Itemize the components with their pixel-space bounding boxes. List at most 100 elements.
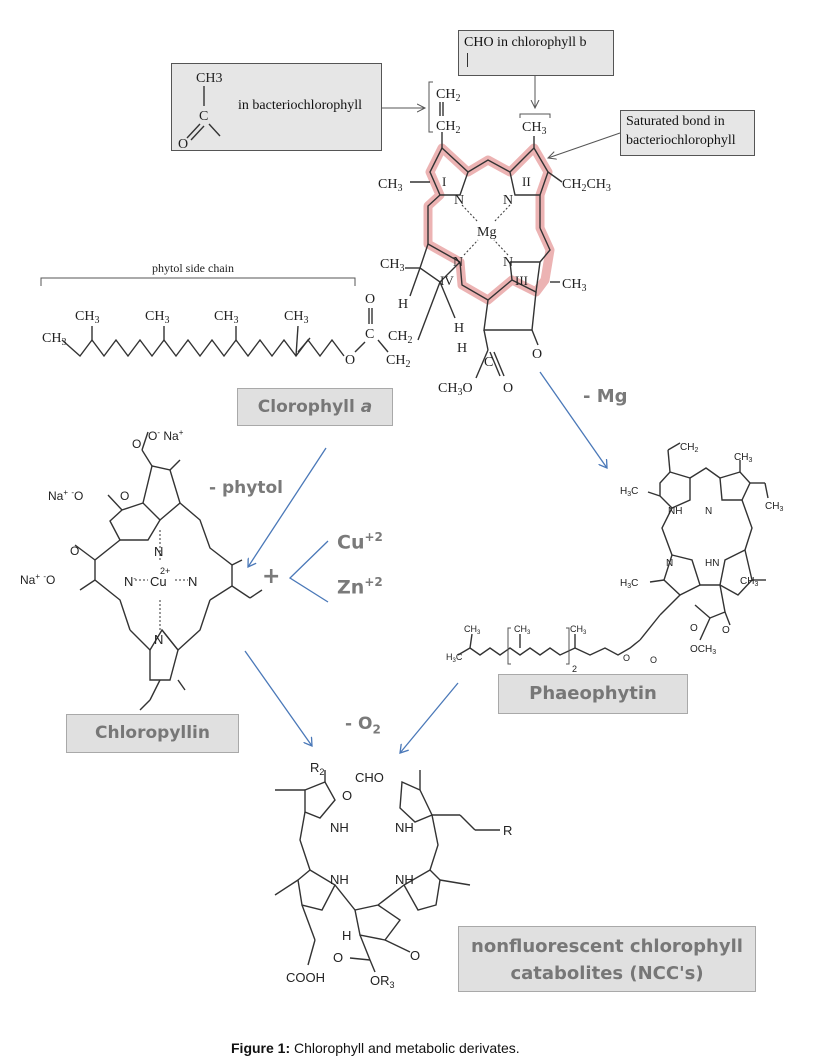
copper-ion-label: Cu+2 bbox=[337, 530, 383, 554]
svg-text:NH: NH bbox=[395, 820, 414, 835]
svg-text:H: H bbox=[454, 321, 464, 336]
chlorophyll-a-structure: CH2 CH2 CH3 bbox=[345, 81, 611, 398]
metal-ion-bracket bbox=[288, 540, 329, 603]
svg-text:CH3: CH3 bbox=[464, 624, 481, 636]
svg-text:CHO: CHO bbox=[355, 770, 384, 785]
acetyl-ch3: CH3 bbox=[196, 71, 222, 86]
svg-text:N: N bbox=[453, 255, 463, 270]
svg-text:CH2: CH2 bbox=[436, 119, 460, 136]
svg-text:CH3: CH3 bbox=[765, 501, 783, 513]
copper-atom: Cu bbox=[150, 574, 167, 589]
svg-text:R2: R2 bbox=[310, 760, 324, 777]
svg-text:O: O bbox=[722, 625, 730, 636]
svg-text:NH: NH bbox=[668, 506, 682, 517]
minus-o2-label: - O2 bbox=[345, 714, 381, 737]
zinc-ion-label: Zn+2 bbox=[337, 575, 383, 599]
minus-mg-label: - Mg bbox=[583, 386, 628, 407]
svg-text:N-: N- bbox=[124, 574, 136, 589]
svg-text:C: C bbox=[365, 327, 374, 342]
svg-text:O- Na+: O- Na+ bbox=[148, 428, 184, 443]
svg-text:Na+ -O: Na+ -O bbox=[48, 488, 83, 503]
chlorophyll-a-label: Clorophyll a bbox=[237, 388, 393, 426]
svg-text:CH3: CH3 bbox=[522, 120, 546, 137]
svg-text:NH: NH bbox=[330, 820, 349, 835]
bacteriochlorophyll-note-text: in bacteriochlorophyll bbox=[238, 98, 363, 113]
svg-text:N: N bbox=[154, 632, 163, 647]
svg-text:H: H bbox=[457, 341, 467, 356]
figure-caption-text: Chlorophyll and metabolic derivates. bbox=[290, 1040, 520, 1056]
bacteriochlorophyll-acetyl-note: CH3 C O in bacteriochlorophyll bbox=[171, 63, 382, 151]
svg-text:CH2CH3: CH2CH3 bbox=[562, 177, 611, 194]
svg-text:O: O bbox=[503, 381, 513, 396]
saturated-bond-pointer-arrow bbox=[548, 132, 621, 158]
svg-text:CH3O: CH3O bbox=[438, 381, 473, 398]
svg-text:N: N bbox=[666, 558, 673, 569]
chlorophyll-b-note: CHO in chlorophyll b bbox=[458, 30, 614, 76]
svg-text:NH: NH bbox=[330, 872, 349, 887]
svg-text:OCH3: OCH3 bbox=[690, 644, 716, 656]
svg-text:H3C: H3C bbox=[446, 652, 463, 664]
svg-text:CH3: CH3 bbox=[570, 624, 587, 636]
phaeophytin-label: Phaeophytin bbox=[498, 674, 688, 714]
svg-text:CH3: CH3 bbox=[75, 309, 99, 326]
svg-text:O: O bbox=[532, 347, 542, 362]
chlorophyll-b-note-text: CHO in chlorophyll b bbox=[464, 35, 587, 50]
svg-text:CH3: CH3 bbox=[378, 177, 402, 194]
svg-text:H3C: H3C bbox=[620, 486, 638, 498]
saturated-bond-line1: Saturated bond in bbox=[626, 114, 725, 129]
svg-text:N: N bbox=[154, 544, 163, 559]
svg-text:O: O bbox=[410, 948, 420, 963]
svg-text:O: O bbox=[623, 653, 630, 663]
svg-text:N: N bbox=[503, 255, 513, 270]
phytol-bracket bbox=[40, 277, 356, 286]
saturated-bond-line2: bacteriochlorophyll bbox=[626, 133, 736, 148]
magnesium-atom: Mg bbox=[477, 225, 496, 240]
svg-text:O: O bbox=[650, 655, 657, 665]
svg-text:COOH: COOH bbox=[286, 970, 325, 985]
svg-text:Na+ -O: Na+ -O bbox=[20, 572, 55, 587]
acetyl-o: O bbox=[178, 137, 188, 150]
svg-text:N: N bbox=[188, 574, 197, 589]
svg-text:H3C: H3C bbox=[620, 578, 638, 590]
svg-text:N: N bbox=[454, 193, 464, 208]
svg-text:N: N bbox=[503, 193, 513, 208]
ncc-label: nonfluorescent chlorophyll catabolites (… bbox=[458, 926, 756, 992]
arrow-to-chlorophyllin bbox=[248, 447, 327, 567]
acetyl-group-structure: CH3 C O bbox=[178, 71, 222, 150]
svg-text:C: C bbox=[484, 355, 493, 370]
svg-text:O: O bbox=[120, 489, 129, 503]
svg-text:CH3: CH3 bbox=[740, 576, 758, 588]
svg-text:H: H bbox=[342, 928, 351, 943]
svg-text:CH3: CH3 bbox=[284, 309, 308, 326]
svg-text:R: R bbox=[503, 823, 512, 838]
svg-text:CH2: CH2 bbox=[436, 87, 460, 104]
ring-label-iii: III bbox=[515, 273, 528, 288]
chlorophyllin-label: Chloropyllin bbox=[66, 714, 239, 753]
ring-label-i: I bbox=[442, 174, 446, 189]
svg-text:CH3: CH3 bbox=[42, 331, 66, 348]
svg-text:CH3: CH3 bbox=[214, 309, 238, 326]
svg-text:CH3: CH3 bbox=[514, 624, 531, 636]
svg-text:CH2: CH2 bbox=[680, 442, 698, 454]
ring-label-iv: IV bbox=[440, 273, 454, 288]
svg-text:H: H bbox=[398, 297, 408, 312]
svg-text:CH3: CH3 bbox=[562, 277, 586, 294]
svg-text:O: O bbox=[345, 353, 355, 368]
svg-text:N: N bbox=[705, 506, 712, 517]
svg-text:2+: 2+ bbox=[160, 566, 170, 576]
phytol-label: phytol side chain bbox=[152, 261, 234, 275]
svg-text:CH3: CH3 bbox=[145, 309, 169, 326]
svg-text:O: O bbox=[132, 437, 141, 451]
plus-sign: + bbox=[262, 564, 281, 589]
svg-text:CH2: CH2 bbox=[388, 329, 412, 346]
svg-text:HN: HN bbox=[705, 558, 719, 569]
svg-text:O: O bbox=[342, 788, 352, 803]
chlorophyll-b-tick bbox=[467, 53, 468, 67]
svg-text:O: O bbox=[690, 623, 698, 634]
vinyl-bracket bbox=[428, 81, 433, 133]
phaeophytin-structure: CH2 CH3 H3C CH3 NH N N HN H3C CH3 O O OC… bbox=[446, 442, 783, 674]
figure-caption-label: Figure 1: bbox=[231, 1040, 291, 1056]
arrow-phaeophytin-to-ncc bbox=[400, 682, 459, 753]
acetyl-c: C bbox=[199, 109, 208, 124]
